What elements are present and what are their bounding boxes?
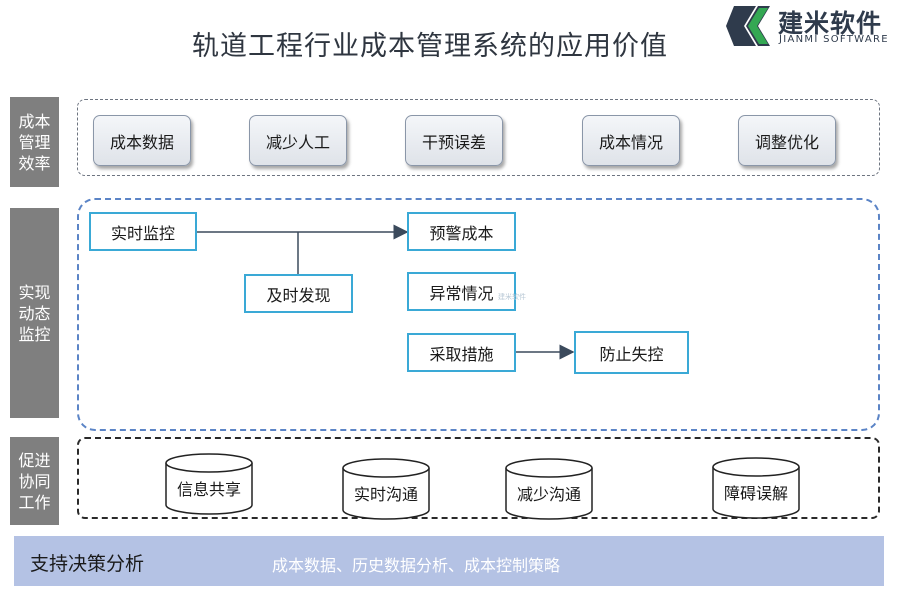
efficiency-item-cost-data: 成本数据 — [93, 115, 191, 166]
efficiency-item-cost-status: 成本情况 — [582, 115, 680, 166]
category-monitoring: 实现动态监控 — [10, 208, 59, 418]
collab-item-label: 障碍误解 — [723, 484, 788, 503]
brand-logo: 建米软件 JIANMI SOFTWARE — [726, 2, 900, 48]
decision-support-bar — [14, 536, 884, 586]
cylinder-shape — [165, 453, 253, 515]
cylinder-shape — [712, 457, 800, 519]
efficiency-item-adjust-optimize: 调整优化 — [738, 115, 836, 166]
collab-item-barrier-misunderstanding: 障碍误解 — [711, 456, 801, 520]
logo-name: 建米软件 — [778, 9, 883, 38]
collaboration-panel — [77, 437, 880, 519]
efficiency-panel — [77, 99, 880, 176]
decision-support-desc: 成本数据、历史数据分析、成本控制策略 — [272, 556, 561, 575]
node-prevent-loss: 防止失控 — [574, 331, 689, 374]
efficiency-item-reduce-labor: 减少人工 — [249, 115, 347, 166]
collab-item-label: 减少沟通 — [516, 485, 581, 504]
node-early-warning: 预警成本 — [407, 212, 516, 251]
node-take-measures: 采取措施 — [407, 333, 516, 372]
category-monitoring-label: 实现动态监控 — [18, 282, 51, 344]
category-efficiency: 成本管理效率 — [10, 97, 59, 187]
node-timely-discovery: 及时发现 — [244, 274, 353, 313]
collab-item-reduce-comm: 减少沟通 — [504, 457, 594, 521]
page-title: 轨道工程行业成本管理系统的应用价值 — [192, 31, 668, 62]
collab-item-label: 实时沟通 — [353, 485, 418, 504]
watermark: 建米软件 — [498, 293, 526, 301]
collab-item-realtime-comm: 实时沟通 — [341, 457, 431, 521]
node-realtime-monitor: 实时监控 — [89, 212, 197, 251]
logo-subtitle: JIANMI SOFTWARE — [779, 34, 889, 45]
category-collaboration-label: 促进协同工作 — [18, 450, 51, 512]
category-efficiency-label: 成本管理效率 — [18, 111, 51, 173]
decision-support-title: 支持决策分析 — [30, 553, 145, 575]
monitoring-panel — [77, 198, 880, 431]
category-collaboration: 促进协同工作 — [10, 437, 59, 525]
efficiency-item-intervene-error: 干预误差 — [405, 115, 503, 166]
node-anomaly: 异常情况 — [407, 272, 516, 311]
collab-item-label: 信息共享 — [176, 480, 241, 499]
jianmi-logo-icon — [726, 6, 770, 46]
cylinder-shape — [505, 458, 593, 520]
collab-item-info-sharing: 信息共享 — [164, 452, 254, 516]
cylinder-shape — [342, 458, 430, 520]
